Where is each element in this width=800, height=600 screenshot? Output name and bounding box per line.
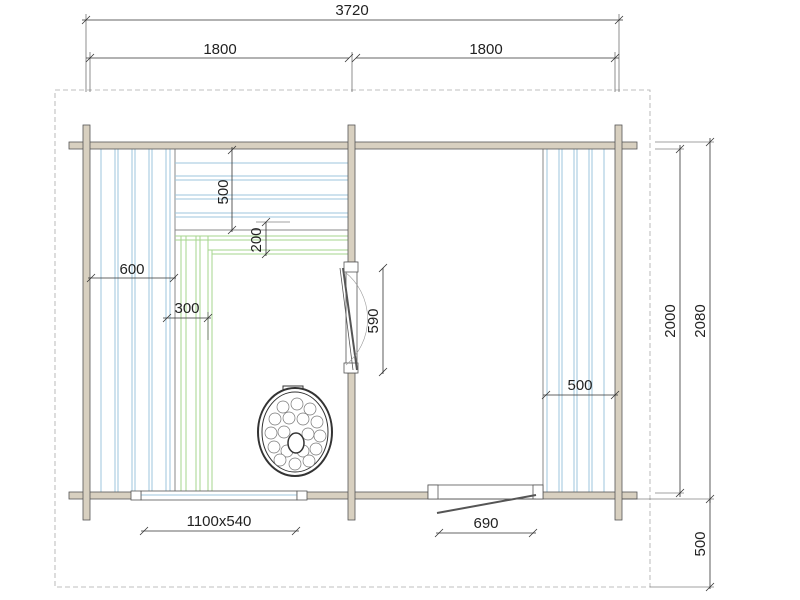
dim-step-depth: 200: [248, 217, 290, 259]
dim-step-width: 300: [162, 300, 213, 340]
left-bench-width-label: 600: [119, 261, 144, 278]
right-bench: [542, 149, 605, 492]
dim-inner-depth: 2000: [655, 144, 685, 498]
dim-upper-bench: 500: [215, 145, 237, 235]
outer-depth-label: 2080: [692, 304, 709, 337]
roof-outline: [54, 89, 651, 588]
step-depth-label: 200: [248, 227, 265, 252]
dim-window: 1100x540: [139, 513, 301, 536]
stove: [257, 385, 333, 477]
door-width-label: 690: [473, 515, 498, 532]
entrance-door: [427, 484, 544, 514]
dim-left-bench: 600: [86, 261, 179, 283]
top-dimension-rooms: 1800 1800: [85, 41, 620, 92]
dim-entrance-door: 690: [434, 515, 538, 538]
inner-depth-label: 2000: [662, 304, 679, 337]
left-room-width-label: 1800: [203, 41, 236, 58]
left-bench: [100, 149, 176, 492]
sauna-door: [339, 261, 368, 374]
window-size-label: 1100x540: [187, 513, 252, 530]
right-room-width-label: 1800: [469, 41, 502, 58]
upper-bench-depth-label: 500: [215, 179, 232, 204]
top-dimension-overall: 3720: [81, 2, 624, 92]
dim-right-bench: 500: [541, 377, 620, 400]
dim-terrace-depth: 500: [650, 499, 715, 592]
terrace-depth-label: 500: [692, 531, 709, 556]
dim-outer-depth: 2080: [622, 137, 715, 504]
upper-bench: [175, 162, 348, 231]
door-height-label: 590: [365, 308, 382, 333]
window: [130, 490, 308, 501]
right-bench-width-label: 500: [567, 377, 592, 394]
step-width-label: 300: [174, 300, 199, 317]
dim-door-height: 590: [365, 263, 388, 377]
step-bench: [175, 235, 348, 492]
overall-width-label: 3720: [335, 2, 368, 19]
